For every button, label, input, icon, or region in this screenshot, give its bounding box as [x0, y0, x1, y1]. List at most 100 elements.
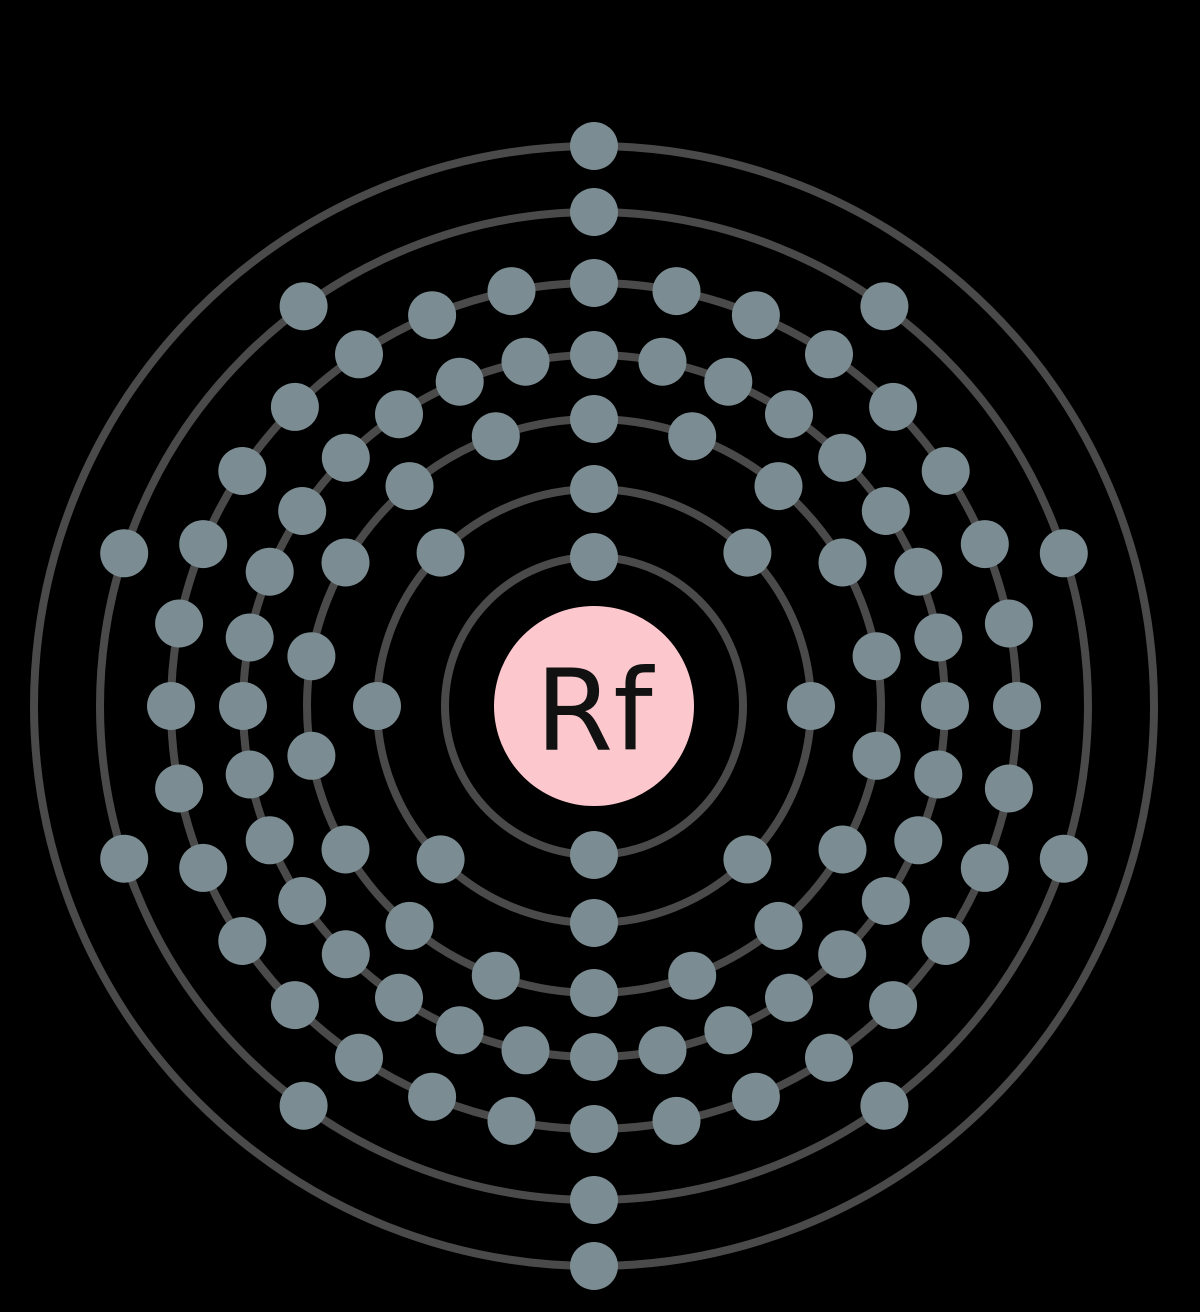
electron-dot	[1039, 529, 1088, 578]
electron-dot	[570, 188, 618, 236]
electron-dot	[218, 447, 267, 495]
electron-dot	[570, 331, 618, 379]
electron-dot	[570, 259, 618, 307]
electron-dot	[570, 122, 618, 170]
electron-dot	[765, 973, 813, 1022]
electron-dot	[638, 337, 687, 386]
electron-dot	[179, 520, 228, 569]
electron-dot	[375, 390, 423, 439]
electron-dot	[921, 447, 970, 495]
electron-dot	[147, 682, 195, 730]
electron-dot	[570, 533, 618, 581]
electron-dot	[765, 390, 813, 439]
electron-dot	[860, 282, 909, 331]
electron-dot	[723, 835, 772, 884]
electron-dot	[723, 528, 772, 577]
electron-dot	[287, 731, 336, 780]
electron-dot	[471, 951, 520, 1000]
electron-dot	[818, 825, 867, 874]
electron-dot	[570, 1105, 618, 1153]
electron-dot	[668, 951, 717, 1000]
electron-dot	[375, 973, 423, 1022]
electron-dot	[852, 632, 901, 681]
electron-dot	[179, 843, 228, 892]
electron-dot	[668, 412, 717, 461]
electron-dot	[704, 357, 753, 406]
electron-dot	[335, 330, 383, 379]
electron-dot	[869, 981, 918, 1030]
electron-dot	[570, 969, 618, 1017]
electron-dot	[787, 682, 835, 730]
electron-dot	[818, 433, 867, 482]
electron-dot	[570, 1242, 618, 1290]
electron-dot	[652, 267, 701, 316]
electron-dot	[860, 1081, 909, 1130]
electron-dot	[894, 547, 943, 596]
electron-dot	[279, 282, 328, 331]
electron-dot	[321, 930, 370, 979]
electron-dot	[921, 917, 970, 965]
electron-dot	[155, 764, 204, 813]
electron-dot	[914, 750, 963, 799]
electron-dot	[408, 1072, 457, 1121]
electron-dot	[245, 547, 294, 596]
electron-dot	[1039, 834, 1088, 883]
electron-dot	[818, 930, 867, 979]
electron-dot	[914, 613, 963, 662]
electron-dot	[225, 750, 274, 799]
electron-dot	[270, 981, 319, 1030]
electron-dot	[861, 877, 910, 925]
electron-dot	[704, 1006, 753, 1055]
electron-dot	[921, 682, 969, 730]
electron-dot	[501, 337, 550, 386]
electron-dot	[852, 731, 901, 780]
electron-dot	[335, 1033, 383, 1082]
electron-dot	[570, 395, 618, 443]
electron-dot	[652, 1096, 701, 1145]
electron-dot	[245, 816, 294, 865]
electron-dot	[805, 1033, 853, 1082]
electron-dot	[270, 382, 319, 431]
electron-dot	[861, 487, 910, 535]
electron-dot	[960, 843, 1009, 892]
electron-dot	[100, 834, 149, 883]
electron-dot	[100, 529, 149, 578]
nucleus	[494, 606, 694, 806]
electron-dot	[416, 835, 465, 884]
electron-dot	[869, 382, 918, 431]
electron-dot	[225, 613, 274, 662]
electron-dot	[570, 1176, 618, 1224]
electron-dot	[754, 462, 803, 511]
electron-dot	[487, 1096, 536, 1145]
electron-dot	[278, 877, 327, 925]
element-symbol: Rf	[535, 647, 655, 777]
electron-dot	[805, 330, 853, 379]
electron-dot	[321, 538, 370, 587]
electron-dot	[218, 917, 267, 965]
electron-dot	[435, 357, 484, 406]
electron-dot	[408, 291, 457, 340]
electron-dot	[385, 901, 434, 950]
electron-dot	[570, 1033, 618, 1081]
electron-dot	[754, 901, 803, 950]
electron-dot	[353, 682, 401, 730]
electron-dot	[984, 599, 1033, 648]
electron-dot	[993, 682, 1041, 730]
electron-dot	[385, 462, 434, 511]
electrons	[100, 122, 1088, 1290]
electron-dot	[731, 1072, 780, 1121]
electron-dot	[287, 632, 336, 681]
electron-dot	[487, 267, 536, 316]
electron-dot	[279, 1081, 328, 1130]
electron-dot	[501, 1026, 550, 1075]
electron-dot	[321, 825, 370, 874]
electron-dot	[155, 599, 204, 648]
electron-dot	[435, 1006, 484, 1055]
electron-dot	[894, 816, 943, 865]
electron-dot	[960, 520, 1009, 569]
electron-dot	[416, 528, 465, 577]
electron-dot	[984, 764, 1033, 813]
electron-dot	[638, 1026, 687, 1075]
